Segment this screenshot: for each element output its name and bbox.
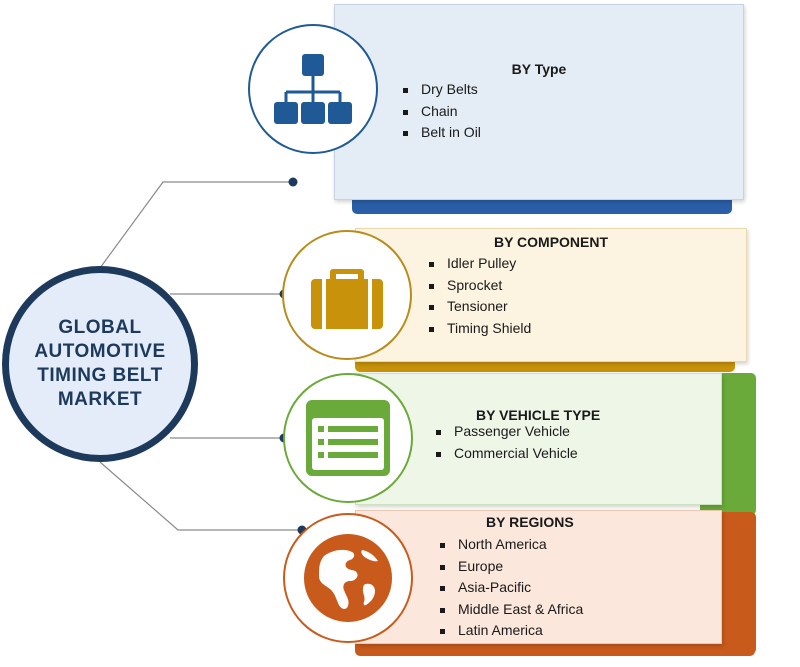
type-card: BY Type Dry Belts Chain Belt in Oil	[334, 4, 744, 200]
vehicle-icon-circle	[283, 373, 413, 503]
briefcase-icon	[311, 269, 383, 329]
connector-regions	[99, 461, 302, 531]
center-title: GLOBAL AUTOMOTIVE TIMING BELT MARKET	[34, 317, 166, 410]
list-window-icon	[306, 400, 390, 476]
list-item: Idler Pulley	[427, 253, 531, 275]
list-item: Latin America	[438, 620, 583, 642]
component-card: BY COMPONENT Idler Pulley Sprocket Tensi…	[355, 228, 747, 362]
list-item: Commercial Vehicle	[434, 443, 578, 465]
list-item: Passenger Vehicle	[434, 421, 578, 443]
list-item: North America	[438, 534, 583, 556]
type-list: Dry Belts Chain Belt in Oil	[401, 79, 481, 144]
list-item: Chain	[401, 101, 481, 123]
list-item: Middle East & Africa	[438, 599, 583, 621]
list-item: Asia-Pacific	[438, 577, 583, 599]
list-item: Sprocket	[427, 275, 531, 297]
list-item: Timing Shield	[427, 318, 531, 340]
component-list: Idler Pulley Sprocket Tensioner Timing S…	[427, 253, 531, 339]
vehicle-card: BY VEHICLE TYPE Passenger Vehicle Commer…	[355, 373, 722, 505]
center-node: GLOBAL AUTOMOTIVE TIMING BELT MARKET	[2, 266, 198, 462]
component-icon-circle	[282, 230, 412, 360]
connector-type	[99, 181, 293, 269]
list-item: Europe	[438, 556, 583, 578]
connector-dot-type	[288, 177, 298, 187]
vehicle-card-title: BY VEHICLE TYPE	[476, 407, 601, 423]
hierarchy-icon	[274, 54, 352, 124]
regions-list: North America Europe Asia-Pacific Middle…	[438, 534, 583, 642]
globe-icon	[304, 534, 392, 622]
regions-card: BY REGIONS North America Europe Asia-Pac…	[355, 510, 722, 644]
type-card-title: BY Type	[511, 61, 567, 77]
regions-card-title: BY REGIONS	[486, 514, 574, 530]
list-item: Belt in Oil	[401, 122, 481, 144]
regions-icon-circle	[283, 513, 413, 643]
type-icon-circle	[248, 24, 378, 154]
component-card-title: BY COMPONENT	[493, 234, 609, 250]
list-item: Dry Belts	[401, 79, 481, 101]
list-item: Tensioner	[427, 296, 531, 318]
vehicle-list: Passenger Vehicle Commercial Vehicle	[434, 421, 578, 464]
